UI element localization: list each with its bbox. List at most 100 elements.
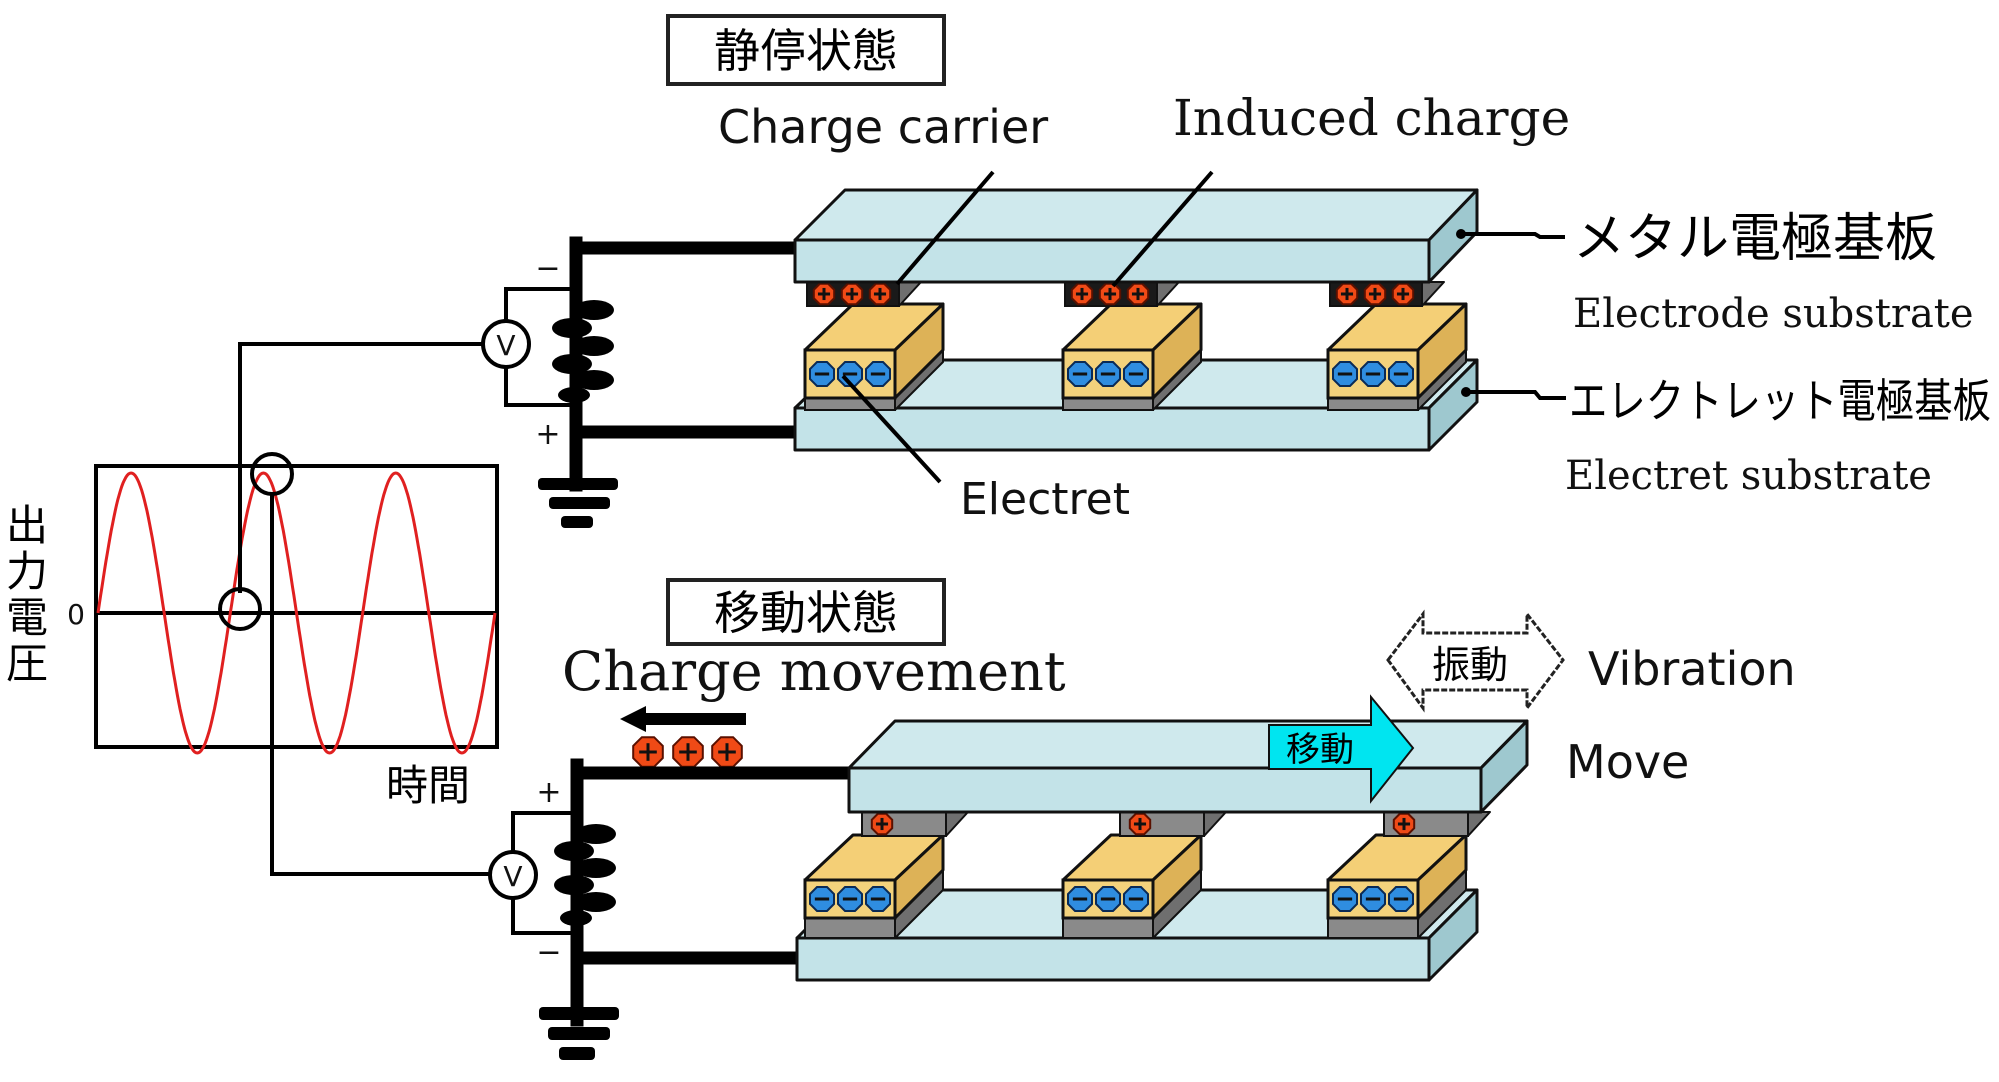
charge-pad [1383, 811, 1491, 837]
electret-block [1326, 833, 1468, 939]
static-state-label: 静停状態 [666, 14, 946, 86]
bottom-ground-icon [539, 1007, 619, 1060]
top-metal-substrate [793, 238, 1431, 284]
top-minus-sign: − [535, 251, 560, 286]
bottom-plus-sign: + [536, 775, 561, 810]
negative-charge-icon [1388, 886, 1414, 912]
negative-charge-icon [1095, 361, 1121, 387]
induced-charge-icon [1392, 812, 1416, 836]
metal-substrate-jp-label: メタル電極基板 [1573, 209, 1937, 269]
scope-probe-wire-top [238, 342, 483, 593]
top-circuit: V − + [481, 236, 803, 528]
negative-charge-icon [837, 886, 863, 912]
induced-charge-label: Induced charge [1173, 89, 1570, 147]
charge-movement-arrow-icon [620, 706, 746, 732]
negative-charge-icon [809, 886, 835, 912]
charge-pad [861, 811, 969, 837]
charge-carrier-leader [895, 170, 995, 286]
metal-substrate-leader [1461, 232, 1565, 239]
vibration-label: Vibration [1588, 642, 1796, 696]
y-axis-char: 出 [6, 501, 48, 550]
moving-charge-icon [632, 736, 664, 768]
electret-block [803, 302, 945, 411]
moving-state-label: 移動状態 [666, 578, 946, 646]
top-structure [793, 188, 1479, 452]
induced-charge-leader [1111, 170, 1214, 288]
move-arrow-label: 移動 [1286, 730, 1354, 770]
negative-charge-icon [1123, 361, 1149, 387]
scope-sine-trace [96, 471, 497, 755]
electret-label: Electret [960, 474, 1130, 525]
metal-substrate-en-label: Electrode substrate [1573, 291, 1974, 337]
charge-pad [1064, 281, 1180, 307]
negative-charge-icon [1388, 361, 1414, 387]
electret-block [1061, 833, 1203, 939]
induced-charge-icon [1126, 282, 1150, 306]
induced-charge-icon [1391, 282, 1415, 306]
induced-charge-icon [1070, 282, 1094, 306]
top-coil-icon [552, 300, 614, 403]
top-plus-sign: + [535, 417, 560, 452]
induced-charge-icon [1335, 282, 1359, 306]
static-state-box [666, 14, 946, 86]
induced-charge-icon [1098, 282, 1122, 306]
induced-charge-icon [840, 282, 864, 306]
oscilloscope-chart: 0 時間 出力電圧 [6, 464, 499, 810]
negative-charge-icon [1332, 361, 1358, 387]
charge-pad [806, 281, 922, 307]
scope-x-axis-label: 時間 [386, 761, 470, 810]
negative-charge-icon [1067, 886, 1093, 912]
negative-charge-icon [865, 886, 891, 912]
induced-charge-icon [1363, 282, 1387, 306]
electret-block [1326, 302, 1468, 411]
negative-charge-icon [1360, 886, 1386, 912]
bottom-circuit: V + − [488, 758, 858, 1060]
move-arrow-icon: 移動 [1268, 694, 1415, 804]
induced-charge-icon [870, 812, 894, 836]
negative-charge-icon [809, 361, 835, 387]
electret-leader [841, 374, 942, 484]
bottom-minus-sign: − [536, 935, 561, 970]
negative-charge-icon [1332, 886, 1358, 912]
electret-block [803, 833, 945, 939]
moving-state-box [666, 578, 946, 646]
bottom-voltmeter-icon [488, 850, 538, 900]
top-voltmeter-symbol: V [496, 329, 515, 362]
moving-charge-icon [672, 736, 704, 768]
vibration-arrow-label: 振動 [1432, 643, 1508, 687]
svg-text:出力電圧: 出力電圧 [6, 501, 48, 688]
electret-substrate-en-label: Electret substrate [1565, 453, 1932, 499]
y-axis-char: 電 [6, 593, 48, 642]
charge-pad [1119, 811, 1227, 837]
charge-movement-label: Charge movement [562, 640, 1066, 703]
moving-positive-charges [632, 736, 743, 768]
charge-carrier-label: Charge carrier [718, 100, 1048, 154]
move-label: Move [1566, 735, 1689, 789]
top-ground-icon [538, 478, 618, 528]
scope-zero-label: 0 [67, 598, 85, 631]
y-axis-char: 圧 [6, 639, 48, 688]
negative-charge-icon [1095, 886, 1121, 912]
scope-y-axis-label: 出力電圧 [6, 501, 48, 688]
bottom-structure: 移動 [795, 694, 1529, 982]
y-axis-char: 力 [6, 547, 48, 596]
induced-charge-icon [868, 282, 892, 306]
bottom-voltmeter-symbol: V [503, 860, 522, 893]
bottom-coil-icon [554, 824, 616, 926]
bottom-metal-substrate-top [847, 719, 1529, 770]
electret-substrate-jp-label: エレクトレット電極基板 [1569, 374, 1991, 428]
electret-block [1061, 302, 1203, 411]
electret-substrate-leader [1466, 390, 1566, 400]
top-metal-substrate-top [793, 188, 1479, 242]
vibration-arrow-icon: 振動 [1386, 609, 1565, 713]
induced-charge-icon [812, 282, 836, 306]
negative-charge-icon [1067, 361, 1093, 387]
negative-charge-icon [865, 361, 891, 387]
static-state-title: 静停状態 [714, 24, 898, 78]
induced-charge-icon [1128, 812, 1152, 836]
scope-probe-wire-bottom [270, 494, 490, 876]
moving-state-title: 移動状態 [714, 586, 898, 640]
zero-crossing-marker [218, 587, 262, 631]
negative-charge-icon [1360, 361, 1386, 387]
